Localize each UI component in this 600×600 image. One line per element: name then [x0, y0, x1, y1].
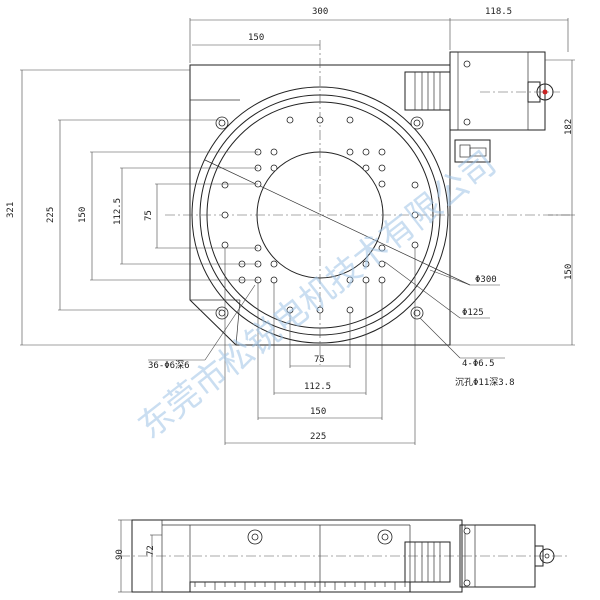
side-motor-knob-icon — [539, 548, 555, 564]
side-view: 90 72 — [115, 519, 570, 593]
dim-300: 300 — [312, 7, 328, 17]
mount-hole — [215, 116, 229, 130]
side-dim-72: 72 — [146, 545, 156, 556]
dim-150-top: 150 — [248, 33, 264, 43]
dim-112-5-left: 112.5 — [113, 198, 123, 225]
dim-150-left: 150 — [78, 207, 88, 223]
dim-phi125: Φ125 — [462, 308, 484, 318]
dim-112-5-bottom: 112.5 — [304, 382, 331, 392]
note-holes: 36-Φ6深6 — [148, 360, 190, 371]
top-view: 300 118.5 150 321 225 150 112.5 75 182 — [6, 7, 575, 445]
mount-hole — [410, 116, 424, 130]
dim-118-5: 118.5 — [485, 7, 512, 17]
dim-phi300: Φ300 — [475, 275, 497, 285]
dim-225-left: 225 — [46, 207, 56, 223]
dim-225-bottom: 225 — [310, 432, 326, 442]
scale-strip — [189, 581, 411, 593]
dim-75-bottom: 75 — [314, 355, 325, 365]
note-mount: 4-Φ6.5 — [462, 359, 495, 369]
base-plate — [189, 64, 451, 346]
side-dim-90: 90 — [115, 549, 125, 560]
dim-321: 321 — [6, 202, 16, 218]
watermark-text: 东莞市松锐电机技术有限公司 — [131, 143, 504, 447]
dim-182: 182 — [564, 119, 574, 135]
dim-150-right: 150 — [564, 264, 574, 280]
dim-150-bottom: 150 — [310, 407, 326, 417]
mount-hole — [215, 306, 229, 320]
dim-75-left: 75 — [144, 210, 154, 221]
mount-hole — [410, 306, 424, 320]
note-counterbore: 沉孔Φ11深3.8 — [455, 377, 515, 388]
